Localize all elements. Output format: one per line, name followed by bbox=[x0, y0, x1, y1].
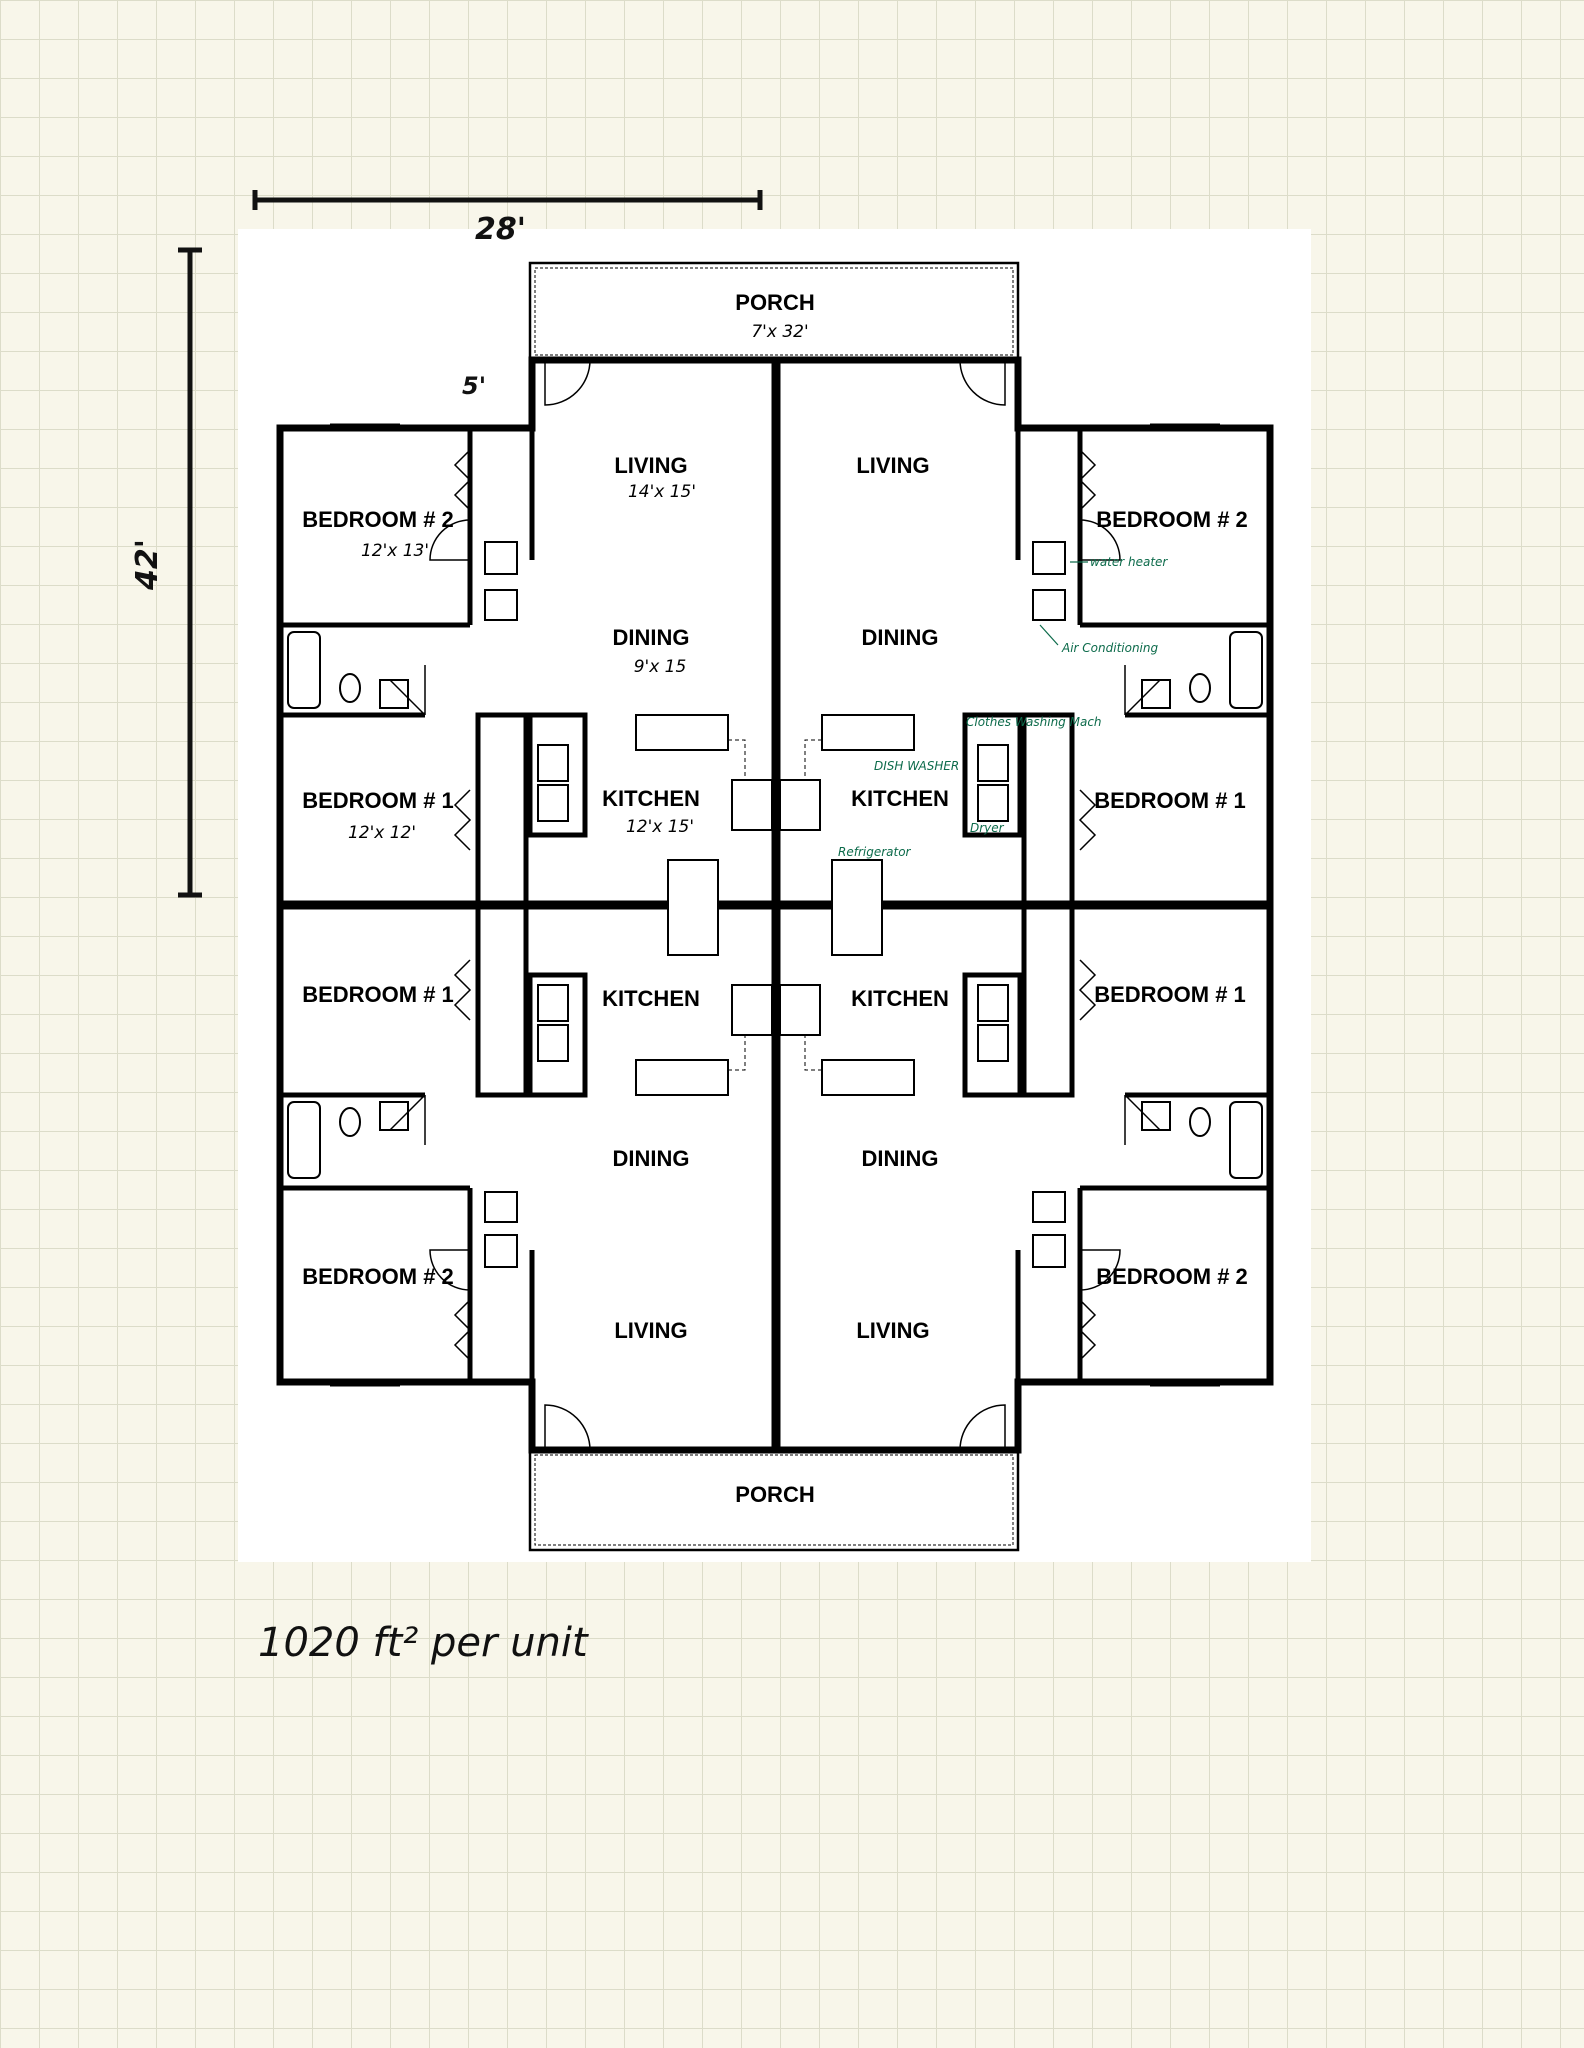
br-bedroom2-label: BEDROOM # 2 bbox=[1096, 1264, 1248, 1289]
air-conditioning-note: Air Conditioning bbox=[1061, 641, 1158, 655]
tl-bedroom1-label: BEDROOM # 1 bbox=[302, 788, 454, 813]
bl-bedroom2-label: BEDROOM # 2 bbox=[302, 1264, 454, 1289]
bl-kitchen-label: KITCHEN bbox=[602, 986, 700, 1011]
tl-bedroom1-dim: 12'x 12' bbox=[348, 823, 416, 843]
clothes-washing-note: Clothes Washing Mach bbox=[966, 715, 1102, 729]
porch-top-dim: 7'x 32' bbox=[751, 322, 808, 342]
tr-bedroom1-label: BEDROOM # 1 bbox=[1094, 788, 1246, 813]
height-dimension-line bbox=[178, 247, 202, 898]
dryer-note: Dryer bbox=[970, 821, 1005, 835]
height-label: 42' bbox=[130, 539, 165, 590]
tl-living-dim: 14'x 15' bbox=[628, 482, 696, 502]
tl-living-label: LIVING bbox=[614, 453, 687, 478]
tr-living-label: LIVING bbox=[856, 453, 929, 478]
dish-washer-note: DISH WASHER bbox=[874, 759, 959, 773]
porch-offset-label: 5' bbox=[462, 372, 487, 400]
br-living-label: LIVING bbox=[856, 1318, 929, 1343]
kitchen-counters bbox=[537, 714, 1009, 1096]
bl-living-label: LIVING bbox=[614, 1318, 687, 1343]
tr-dining-label: DINING bbox=[862, 625, 939, 650]
annotation-arrows bbox=[1039, 561, 1088, 646]
interior-walls-right bbox=[962, 428, 1270, 1382]
door-swings bbox=[389, 359, 1161, 1451]
area-per-unit-note: 1020 ft² per unit bbox=[258, 1620, 588, 1666]
closet-doors bbox=[453, 449, 1097, 1361]
party-walls bbox=[280, 360, 1270, 1450]
windows bbox=[330, 423, 1220, 1387]
tr-kitchen-label: KITCHEN bbox=[851, 786, 949, 811]
width-label: 28' bbox=[475, 212, 526, 247]
tl-kitchen-label: KITCHEN bbox=[602, 786, 700, 811]
interior-walls-left bbox=[280, 428, 588, 1382]
tl-kitchen-dim: 12'x 15' bbox=[626, 817, 694, 837]
bl-dining-label: DINING bbox=[613, 1146, 690, 1171]
tl-bedroom2-dim: 12'x 13' bbox=[361, 541, 429, 561]
porch-top-label: PORCH bbox=[735, 290, 814, 315]
refrigerator-note: Refrigerator bbox=[838, 845, 912, 859]
width-dimension-line bbox=[252, 190, 763, 210]
br-dining-label: DINING bbox=[862, 1146, 939, 1171]
tl-bedroom2-label: BEDROOM # 2 bbox=[302, 507, 454, 532]
tl-dining-dim: 9'x 15 bbox=[634, 657, 687, 677]
bl-bedroom1-label: BEDROOM # 1 bbox=[302, 982, 454, 1007]
kitchen-dashed-runs bbox=[728, 739, 822, 1071]
br-kitchen-label: KITCHEN bbox=[851, 986, 949, 1011]
br-bedroom1-label: BEDROOM # 1 bbox=[1094, 982, 1246, 1007]
porch-bottom-label: PORCH bbox=[735, 1482, 814, 1507]
tr-bedroom2-label: BEDROOM # 2 bbox=[1096, 507, 1248, 532]
water-heater-note: water heater bbox=[1090, 555, 1168, 569]
tl-dining-label: DINING bbox=[613, 625, 690, 650]
